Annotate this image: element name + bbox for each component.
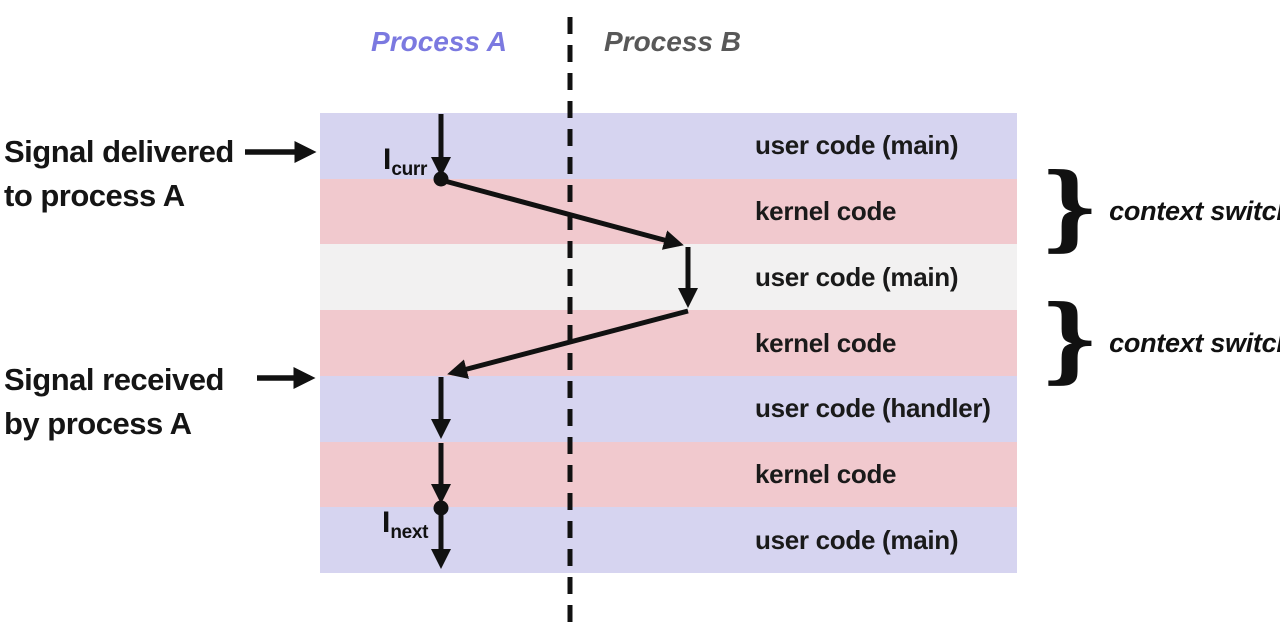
signal-received-line1: Signal received: [4, 362, 224, 397]
inext-base: I: [382, 506, 391, 539]
signal-received-annotation: Signal received by process A: [4, 358, 224, 446]
band-label: kernel code: [755, 196, 897, 227]
band-user-code-handler: user code (handler): [320, 375, 1017, 442]
process-b-title: Process B: [604, 26, 741, 57]
execution-band-stack: user code (main) kernel code user code (…: [320, 113, 1017, 574]
band-label: user code (main): [755, 524, 959, 555]
band-label: kernel code: [755, 327, 897, 358]
band-label: user code (handler): [755, 393, 991, 424]
signal-delivered-line1: Signal delivered: [4, 134, 234, 169]
icurr-subscript: curr: [391, 159, 428, 180]
icurr-base: I: [383, 143, 392, 176]
band-kernel-code-2: kernel code: [320, 310, 1017, 376]
band-label: user code (main): [755, 261, 959, 292]
inext-label: Inext: [382, 506, 429, 543]
band-user-code-main-process-b: user code (main): [320, 244, 1017, 311]
band-label: kernel code: [755, 458, 897, 489]
context-switch-annotation-2: } context switch: [1040, 293, 1280, 388]
context-switch-label: context switch: [1109, 327, 1280, 358]
band-label: user code (main): [755, 130, 959, 161]
signal-received-line2: by process A: [4, 406, 192, 441]
brace-icon: }: [1040, 285, 1100, 393]
band-kernel-code-3: kernel code: [320, 441, 1017, 508]
brace-icon: }: [1040, 153, 1100, 261]
process-a-title: Process A: [371, 26, 507, 57]
signal-delivered-line2: to process A: [4, 178, 185, 213]
inext-subscript: next: [390, 522, 429, 543]
context-switch-label: context switch: [1109, 195, 1280, 226]
context-switch-annotation-1: } context switch: [1040, 161, 1280, 256]
icurr-label: Icurr: [383, 143, 428, 180]
signal-delivered-annotation: Signal delivered to process A: [4, 130, 234, 218]
band-kernel-code-1: kernel code: [320, 178, 1017, 245]
